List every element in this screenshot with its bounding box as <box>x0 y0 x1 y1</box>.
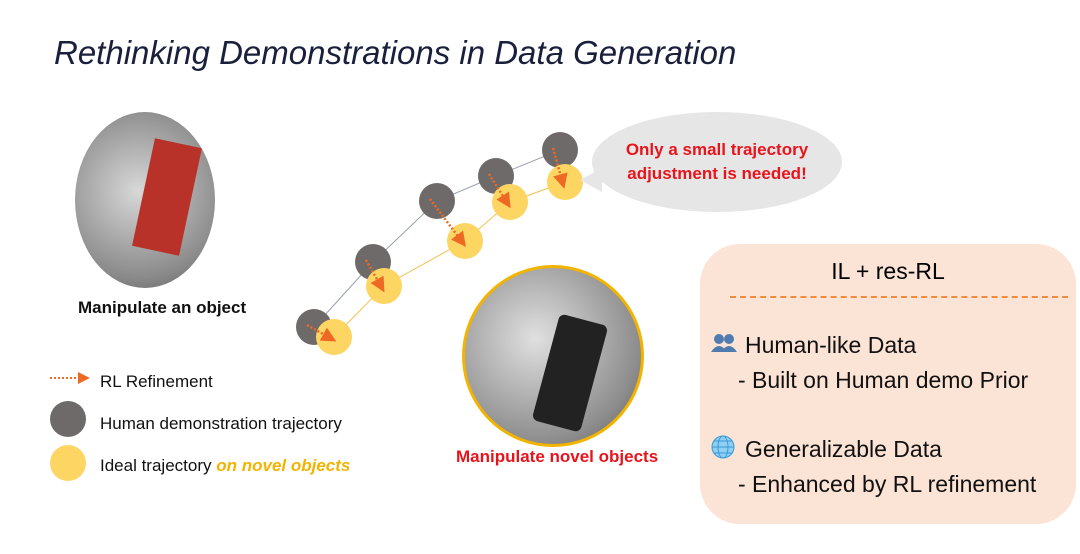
summary-panel: IL + res-RL Human-like Data - Built on H… <box>700 244 1076 524</box>
ideal-trajectory-point <box>316 319 352 355</box>
robot-hand-photo-novel-object <box>462 265 644 447</box>
speech-bubble: Only a small trajectory adjustment is ne… <box>592 112 842 212</box>
ideal-trajectory-point <box>547 164 583 200</box>
robot-hand-photo-original-object <box>75 112 215 288</box>
panel-heading: IL + res-RL <box>831 258 945 284</box>
rl-refinement-arrow <box>364 259 385 293</box>
legend-human-label: Human demonstration trajectory <box>100 414 342 433</box>
people-icon <box>710 332 738 360</box>
legend-ideal-dot <box>50 445 86 481</box>
bubble-line-1: Only a small trajectory <box>625 140 809 159</box>
slide-title: Rethinking Demonstrations in Data Genera… <box>54 34 737 71</box>
rl-refinement-arrow <box>487 173 511 209</box>
legend-rl-label: RL Refinement <box>100 372 213 391</box>
ideal-trajectory-point <box>366 268 402 304</box>
panel-divider <box>730 296 1068 298</box>
rl-refinement-arrow <box>306 323 337 342</box>
item2-title: Generalizable Data <box>745 436 942 462</box>
legend-ideal-suffix: on novel objects <box>216 456 351 475</box>
item1-sub: - Built on Human demo Prior <box>738 367 1029 393</box>
human-demo-point <box>542 132 578 168</box>
legend-human-dot <box>50 401 86 437</box>
item2-sub: - Enhanced by RL refinement <box>738 471 1037 497</box>
rl-refinement-arrow <box>429 198 466 247</box>
legend-ideal-prefix: Ideal trajectory <box>100 456 217 475</box>
globe-icon <box>710 434 736 466</box>
legend-ideal-label: Ideal trajectory on novel objects <box>100 456 350 476</box>
left-caption: Manipulate an object <box>78 298 247 317</box>
human-demo-point <box>419 183 455 219</box>
item1-title: Human-like Data <box>745 332 917 358</box>
right-caption: Manipulate novel objects <box>456 447 659 466</box>
bubble-line-2: adjustment is needed! <box>627 164 807 183</box>
